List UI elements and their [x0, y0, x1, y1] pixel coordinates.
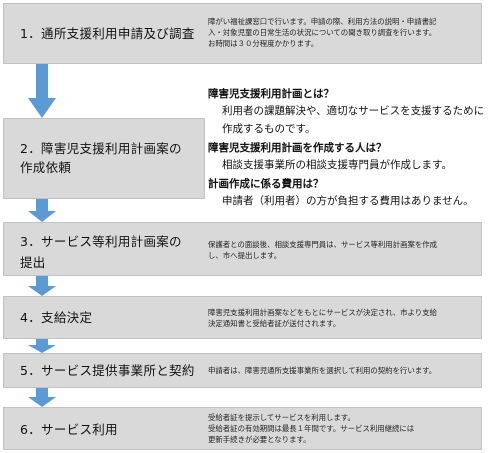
- down-arrow-icon: [28, 64, 56, 118]
- down-arrow-icon: [28, 339, 56, 353]
- step-desc-3: 保護者との面談後、相談支援専門員は、サービス等利用計画案を作成 し、市へ提出しま…: [208, 240, 438, 260]
- step-title-6: 6．サービス利用: [20, 422, 118, 437]
- down-arrow-icon: [28, 199, 56, 222]
- step-desc-6: 受給者証を提示してサービスを利用します。 受給者証の有効期間は最長１年間です。サ…: [208, 413, 415, 444]
- info-heading: 計画作成に係る費用は？: [208, 178, 324, 190]
- step-title-1: 1．通所支援利用申請及び調査: [20, 26, 195, 41]
- info-panel: 障害児支援利用計画とは？ 利用者の課題解決や、適切なサービスを支援するために作成…: [208, 84, 486, 211]
- step-box-2: 2．障害児支援利用計画案の 作成依頼: [3, 118, 205, 199]
- step-box-5: 5．サービス提供事業所と契約 申請者は、障害児通所支援事業所を選択して利用の契約…: [3, 353, 482, 388]
- step-desc-5: 申請者は、障害児通所支援事業所を選択して利用の契約を行います。: [208, 366, 437, 375]
- down-arrow-icon: [28, 388, 56, 407]
- step-box-4: 4．支給決定 障害児支援利用計画案などをもとにサービスが決定され、市より支給 決…: [3, 296, 482, 339]
- step-title-3: 3．サービス等利用計画案の 提出: [20, 234, 182, 270]
- step-box-1: 1．通所支援利用申請及び調査 障がい福祉課窓口で行います。申請の際、利用方法の説…: [3, 3, 482, 64]
- step-box-6: 6．サービス利用 受給者証を提示してサービスを利用します。 受給者証の有効期間は…: [3, 407, 482, 450]
- info-body: 申請者（利用者）の方が負担する費用はありません。: [222, 195, 474, 207]
- step-desc-4: 障害児支援利用計画案などをもとにサービスが決定され、市より支給 決定通知書と受給…: [208, 308, 437, 328]
- info-heading: 障害児支援利用計画を作成する人は？: [208, 142, 387, 154]
- down-arrow-icon: [28, 276, 56, 296]
- step-title-2: 2．障害児支援利用計画案の 作成依頼: [20, 141, 182, 175]
- info-heading: 障害児支援利用計画とは？: [208, 88, 334, 100]
- step-title-5: 5．サービス提供事業所と契約: [20, 363, 195, 378]
- step-box-3: 3．サービス等利用計画案の 提出 保護者との面談後、相談支援専門員は、サービス等…: [3, 222, 482, 276]
- info-body: 利用者の課題解決や、適切なサービスを支援するために作成するものです。: [222, 105, 485, 135]
- step-title-4: 4．支給決定: [20, 310, 93, 325]
- info-body: 相談支援事業所の相談支援専門員が作成します。: [222, 159, 452, 171]
- step-desc-1: 障がい福祉課窓口で行います。申請の際、利用方法の説明・申請書記 入・対象児童の日…: [208, 17, 437, 48]
